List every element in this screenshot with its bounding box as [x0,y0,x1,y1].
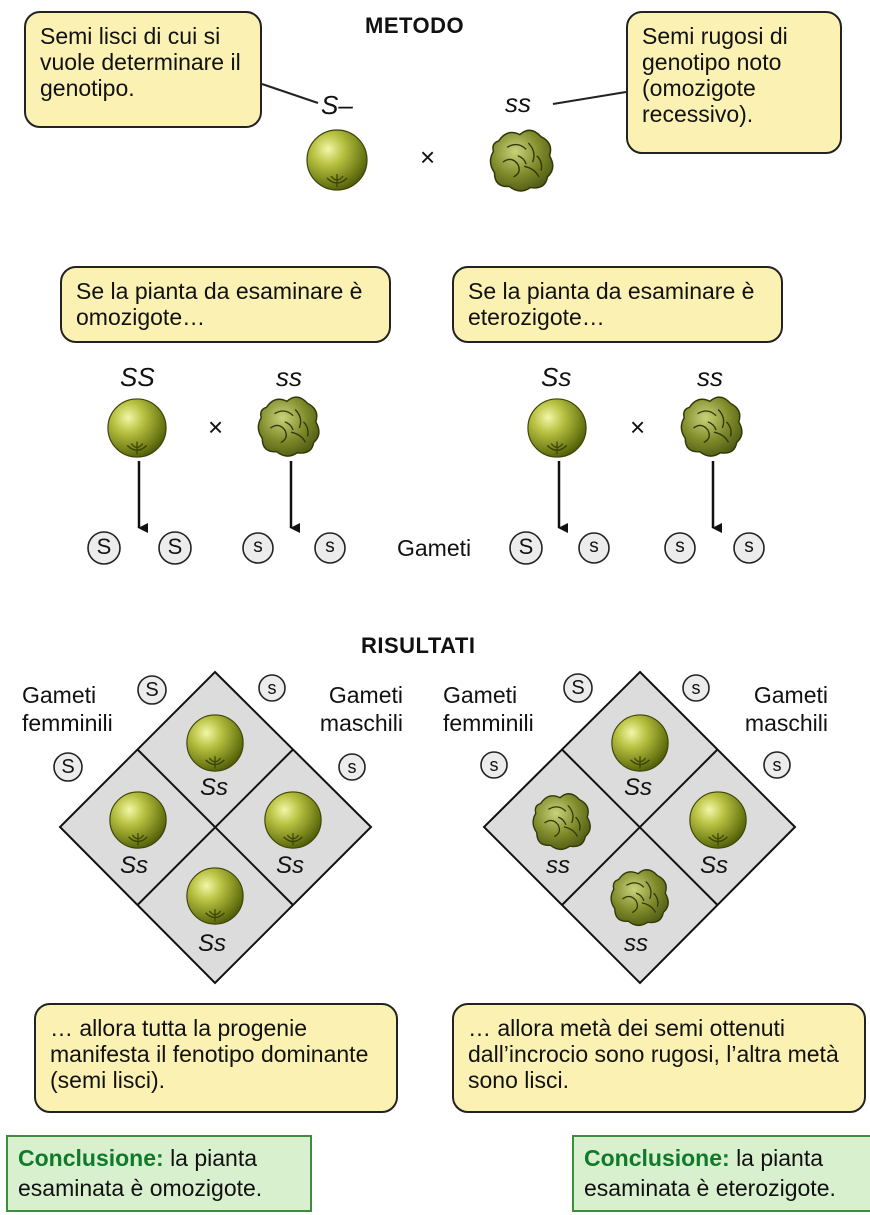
right-cell-left-genotype: ss [546,852,570,879]
method-left-note: Semi lisci di cui si vuole determinare i… [24,11,262,128]
left-conclusion-box: Conclusione: la pianta esaminata è omozi… [6,1135,312,1212]
right-cell-right-genotype: Ss [700,852,729,879]
left-cell-bottom-genotype: Ss [198,930,227,957]
het-gamete-4: s [744,536,754,557]
left-outcome-note: … allora tutta la progenie manifesta il … [34,1003,398,1113]
left-conclusion-keyword: Conclusione: [18,1145,164,1171]
hom-parent1-genotype: SS [120,362,155,392]
left-cell-top-genotype: Ss [200,774,229,801]
right-male-gamete-1: s [691,678,701,698]
hom-gamete-3: s [253,536,263,557]
right-female-label: Gameti femminili [443,682,534,736]
hom-parent-wrinkled-seed [257,396,320,457]
het-parent1-genotype: Ss [541,362,572,392]
left-female-gamete-2: S [61,756,75,778]
het-parent-smooth-seed [527,398,587,458]
method-wrinkled-seed [489,129,554,192]
het-gamete-3: s [675,536,685,557]
hom-parent-smooth-seed [107,398,167,458]
het-parent2-genotype: ss [697,362,723,392]
right-outcome-note: … allora metà dei semi ottenuti dall’inc… [452,1003,866,1113]
method-pointers [261,83,627,105]
het-parent-wrinkled-seed [680,396,743,457]
right-female-gamete-2: s [489,755,499,775]
method-smooth-seed [306,129,368,191]
right-conclusion-text: la pianta esaminata è eterozigote. [584,1145,836,1201]
right-male-gamete-2: s [772,755,782,775]
gametes-label: Gameti [397,535,472,561]
left-male-label: Gameti maschili [319,682,403,736]
left-punnett-square [53,670,373,985]
left-cell-left-genotype: Ss [120,852,149,879]
method-left-genotype: S– [321,90,353,120]
hom-gamete-4: s [325,536,335,557]
left-conclusion-text: la pianta esaminata è omozigote. [18,1145,263,1201]
het-gamete-1: S [518,534,534,559]
left-female-gamete-1: S [145,679,159,701]
left-female-label: Gameti femminili [22,682,113,736]
gamete-circles [87,531,765,565]
het-cross-symbol: × [630,412,646,442]
right-cell-top-genotype: Ss [624,774,653,801]
right-conclusion-box: Conclusione: la pianta esaminata è etero… [572,1135,870,1212]
hom-gamete-2: S [167,534,183,559]
gamete-arrows [137,461,722,533]
method-cross-symbol: × [420,142,436,172]
left-male-gamete-1: s [267,678,277,698]
right-conclusion-keyword: Conclusione: [584,1145,730,1171]
results-heading: RISULTATI [361,633,476,658]
method-right-note: Semi rugosi di genotipo noto (omozigote … [626,11,842,154]
right-female-gamete-1: S [571,677,585,699]
left-male-gamete-2: s [347,757,357,777]
right-cell-bottom-genotype: ss [624,930,648,957]
hom-cross-symbol: × [208,412,224,442]
right-punnett-square [480,670,797,985]
left-cell-right-genotype: Ss [276,852,305,879]
method-right-genotype: ss [505,88,531,118]
hom-hypothesis-note: Se la pianta da esaminare è omozigote… [60,266,391,343]
het-hypothesis-note: Se la pianta da esaminare è eterozigote… [452,266,783,343]
method-heading: METODO [365,13,465,38]
het-gamete-2: s [589,536,599,557]
hom-parent2-genotype: ss [276,362,302,392]
hom-gamete-1: S [96,534,112,559]
right-male-label: Gameti maschili [744,682,828,736]
